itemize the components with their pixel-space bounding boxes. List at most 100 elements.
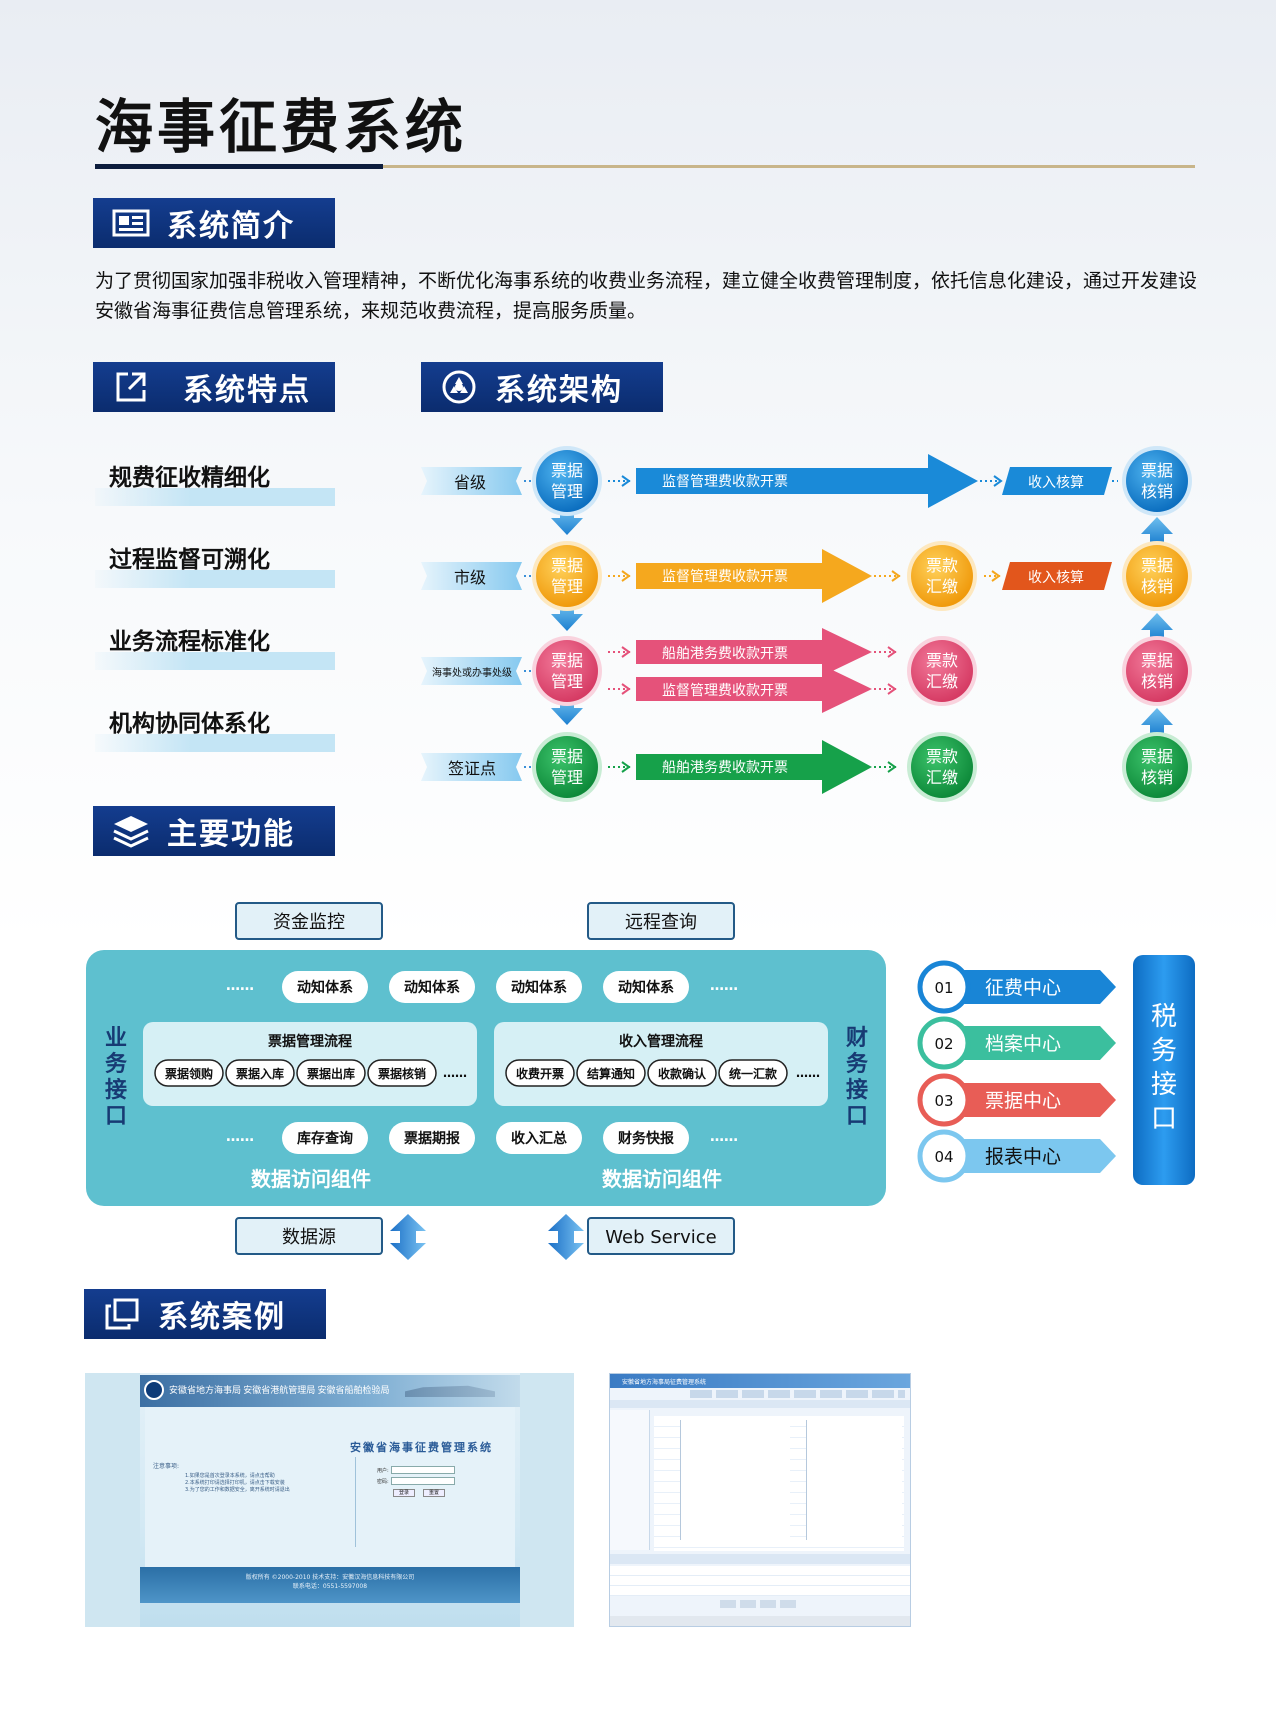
svg-text:汇缴: 汇缴: [926, 672, 958, 691]
ticket-verify-node: 票据核销: [1122, 636, 1192, 706]
svg-text:票据: 票据: [1141, 556, 1173, 575]
pill-item: 库存查询: [282, 1122, 368, 1154]
section-title: 系统案例: [158, 1300, 286, 1335]
svg-text:……: ……: [226, 978, 254, 994]
svg-text:票据: 票据: [1141, 747, 1173, 766]
pill-item: 收费开票: [505, 1059, 575, 1087]
ship-image: [405, 1385, 495, 1397]
layers-icon: [111, 815, 151, 848]
svg-text:……: ……: [796, 1066, 820, 1080]
svg-text:资金监控: 资金监控: [273, 912, 345, 933]
function-box-remote-query: 远程查询: [587, 902, 735, 940]
login-pwd-input[interactable]: [391, 1477, 455, 1485]
login-button[interactable]: 登录: [393, 1489, 415, 1497]
feature-item: 机构协同体系化: [95, 704, 335, 756]
window-copy-icon: [102, 1298, 142, 1330]
case-screenshot-login: 安徽省地方海事局 安徽省港航管理局 安徽省船舶检验局 安徽省海事征费管理系统 注…: [85, 1373, 574, 1627]
svg-text:票据: 票据: [1141, 461, 1173, 480]
reset-button[interactable]: 重置: [423, 1489, 445, 1497]
feature-label: 机构协同体系化: [109, 711, 270, 737]
svg-text:票据期报: 票据期报: [404, 1130, 460, 1147]
svg-text:……: ……: [710, 978, 738, 994]
pill-item: 动知体系: [389, 971, 475, 1003]
level-tag-city: 市级: [421, 562, 522, 590]
up-arrows: [1141, 517, 1173, 735]
svg-text:征费中心: 征费中心: [985, 977, 1061, 999]
level-tag-office: 海事处或办事处级: [421, 657, 522, 685]
flow-arrow-visa: 船舶港务费收款开票: [636, 740, 872, 794]
svg-text:口: 口: [1151, 1104, 1177, 1134]
svg-text:03: 03: [934, 1092, 953, 1110]
svg-text:收入汇总: 收入汇总: [511, 1130, 567, 1147]
login-note-title: 注意事项:: [153, 1463, 180, 1470]
login-note: 3.为了您的工作和数据安全，离开系统时请退出: [185, 1487, 290, 1493]
svg-text:收款确认: 收款确认: [658, 1066, 707, 1081]
login-user-label: 用户:: [377, 1468, 389, 1474]
svg-text:票据入库: 票据入库: [236, 1066, 284, 1081]
data-access-label: 数据访问组件: [602, 1167, 722, 1191]
svg-text:票据核销: 票据核销: [378, 1066, 426, 1081]
income-check-city: 收入核算: [1002, 562, 1112, 590]
app-title: 安徽省地方海事局征费管理系统: [622, 1379, 707, 1386]
svg-text:监督管理费收款开票: 监督管理费收款开票: [662, 683, 788, 699]
section-header-functions: 主要功能: [93, 806, 335, 856]
svg-text:……: ……: [443, 1066, 467, 1080]
svg-text:接: 接: [105, 1078, 127, 1103]
login-system-title: 安徽省海事征费管理系统: [350, 1442, 493, 1454]
svg-text:海事处或办事处级: 海事处或办事处级: [432, 666, 512, 679]
ticket-verify-node: 票据核销: [1122, 446, 1192, 516]
page-title: 海事征费系统: [95, 93, 468, 161]
svg-text:票据: 票据: [1141, 651, 1173, 670]
flow-arrow-province: 监督管理费收款开票: [636, 454, 978, 508]
login-note: 1.如果您是首次登录本系统，请点击帮助: [185, 1473, 275, 1479]
pill-item: 统一汇款: [718, 1059, 788, 1087]
down-arrows: [551, 508, 583, 725]
income-check-province: 收入核算: [1002, 467, 1112, 495]
level-tag-province: 省级: [421, 467, 522, 495]
svg-text:……: ……: [226, 1129, 254, 1145]
svg-text:管理: 管理: [551, 577, 583, 596]
section-header-cases: 系统案例: [84, 1289, 326, 1339]
svg-text:票款: 票款: [926, 651, 958, 670]
svg-text:监督管理费收款开票: 监督管理费收款开票: [662, 569, 788, 585]
feature-label: 过程监督可溯化: [109, 547, 270, 573]
svg-text:收费开票: 收费开票: [516, 1066, 564, 1081]
intro-text: 为了贯彻国家加强非税收入管理精神，不断优化海事系统的收费业务流程，建立健全收费管…: [95, 270, 1198, 322]
case-screenshot-app: 安徽省地方海事局征费管理系统: [609, 1373, 911, 1627]
svg-text:远程查询: 远程查询: [625, 912, 697, 933]
svg-text:票据领购: 票据领购: [165, 1066, 213, 1081]
emblem-icon: [144, 1380, 164, 1400]
center-item-archive: 02 档案中心: [917, 1016, 1116, 1070]
feature-item: 规费征收精细化: [95, 458, 335, 510]
svg-text:财: 财: [846, 1026, 868, 1051]
login-footer-phone: 联系电话：0551-5597008: [292, 1583, 368, 1590]
svg-text:结算通知: 结算通知: [587, 1066, 635, 1081]
function-box-fund-monitor: 资金监控: [235, 902, 383, 940]
svg-text:船舶港务费收款开票: 船舶港务费收款开票: [662, 760, 788, 776]
svg-text:管理: 管理: [551, 768, 583, 787]
svg-text:统一汇款: 统一汇款: [729, 1066, 778, 1081]
svg-text:业: 业: [105, 1026, 127, 1051]
section-header-intro: 系统简介: [93, 198, 335, 248]
function-box-data-source: 数据源: [235, 1217, 383, 1255]
svg-text:务: 务: [105, 1052, 128, 1077]
title-rule-dark: [95, 164, 383, 169]
svg-text:票据中心: 票据中心: [985, 1090, 1061, 1112]
document-icon: [111, 207, 151, 239]
level-tag-visa: 签证点: [421, 753, 522, 781]
updown-arrow-icon: [390, 1214, 426, 1260]
svg-text:核销: 核销: [1141, 768, 1173, 787]
feature-item: 业务流程标准化: [95, 622, 335, 674]
pill-item: 财务快报: [603, 1122, 689, 1154]
svg-text:核销: 核销: [1141, 577, 1173, 596]
svg-text:务: 务: [846, 1052, 869, 1077]
flow-arrow-office-1: 船舶港务费收款开票: [636, 628, 872, 676]
svg-text:口: 口: [846, 1104, 868, 1129]
flow-arrow-city: 监督管理费收款开票: [636, 549, 872, 603]
svg-text:税: 税: [1151, 1002, 1177, 1032]
svg-text:管理: 管理: [551, 672, 583, 691]
login-user-input[interactable]: [391, 1466, 455, 1474]
svg-text:接: 接: [846, 1078, 868, 1103]
